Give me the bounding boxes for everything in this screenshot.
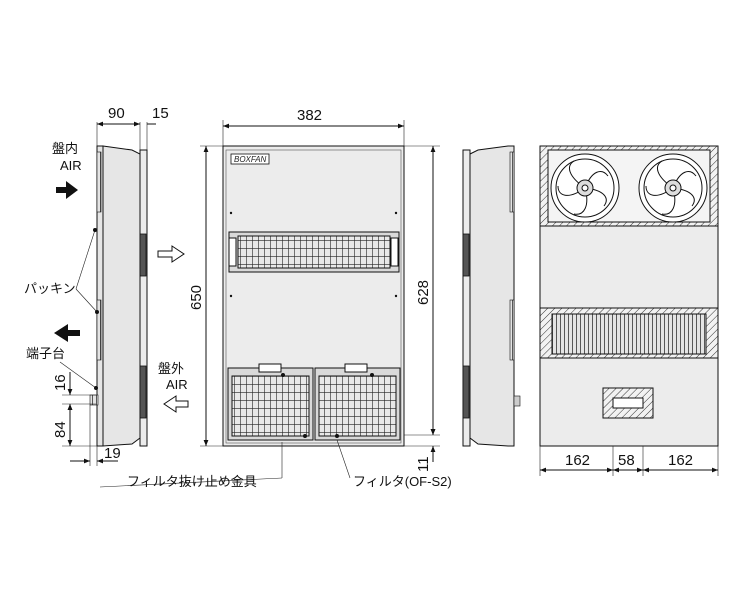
side-view-right <box>462 145 521 447</box>
dim-depth: 90 <box>108 105 125 122</box>
front-view: 382 BOXFAN 盤外 AIR <box>99 107 452 489</box>
air-out-label-1: 盤外 <box>158 361 184 376</box>
dim-terminal-84: 84 <box>52 421 69 438</box>
filter-bracket-label: フィルタ抜け止め金具 <box>127 474 257 489</box>
intake-arrow <box>157 245 185 263</box>
dim-width: 382 <box>297 107 322 124</box>
filter-label: フィルタ(OF-S2) <box>353 474 452 489</box>
air-exit-arrow <box>54 324 80 342</box>
logo-text: BOXFAN <box>234 155 267 164</box>
air-out-label-2: AIR <box>166 377 188 392</box>
fan-left <box>550 153 620 223</box>
exhaust-arrow <box>163 395 189 413</box>
air-in-label-1: 盤内 <box>52 141 78 156</box>
side-view-left: 90 15 盤内 AIR パッキン 端子台 16 84 <box>24 105 169 466</box>
dim-terminal-19: 19 <box>104 445 121 462</box>
rear-view: 162 58 162 <box>539 145 719 476</box>
dim-rear-center: 58 <box>618 452 635 469</box>
dim-flange: 15 <box>152 105 169 122</box>
fan-right <box>638 153 708 223</box>
dim-rear-right: 162 <box>668 452 693 469</box>
dim-height: 650 <box>188 285 205 310</box>
terminal-label: 端子台 <box>26 346 65 361</box>
air-in-label-2: AIR <box>60 158 82 173</box>
dim-terminal-16: 16 <box>52 374 69 391</box>
packing-label: パッキン <box>24 281 76 296</box>
air-in-arrow <box>56 181 78 199</box>
dim-bottom-offset: 11 <box>415 456 432 472</box>
dim-inner-height: 628 <box>415 280 432 305</box>
dim-rear-left: 162 <box>565 452 590 469</box>
boxfan-logo <box>230 153 270 165</box>
